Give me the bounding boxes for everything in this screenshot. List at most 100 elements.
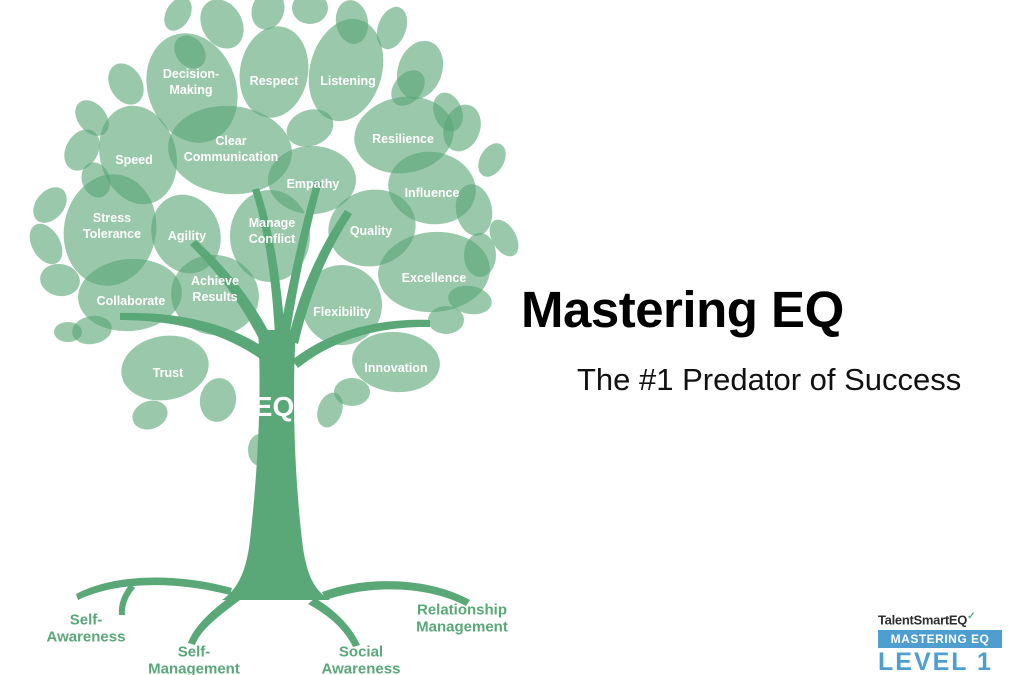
leaf-label-speed-line: Speed: [115, 153, 153, 167]
leaf-label-excellence-line: Excellence: [402, 271, 467, 285]
leaf-shape: [239, 26, 309, 118]
leaf-label-agility: Agility: [168, 229, 206, 243]
leaf-label-quality: Quality: [350, 224, 392, 238]
leaf-label-achieve-results-line: Achieve: [191, 274, 239, 288]
leaf-label-stress-tolerance-line: Stress: [93, 211, 131, 225]
leaf-label-quality-line: Quality: [350, 224, 392, 238]
leaf-label-innovation-line: Innovation: [364, 361, 427, 375]
leaf-shape: [63, 174, 157, 286]
leaf-shape: [464, 233, 496, 277]
logo-brand: TalentSmartEQ✓: [878, 609, 1006, 628]
leaf-shape: [81, 162, 111, 198]
leaf-label-manage-conflict-line: Manage: [249, 216, 296, 230]
leaf-label-flexibility-line: Flexibility: [313, 305, 371, 319]
leaf-label-decision-making-line: Making: [169, 83, 212, 97]
leaf-shape: [433, 92, 463, 132]
leaf-label-respect: Respect: [250, 74, 299, 88]
leaf-label-resilience: Resilience: [372, 132, 434, 146]
leaf-shape: [64, 129, 100, 171]
leaf-shape: [168, 105, 292, 195]
leaf-label-manage-conflict-line: Conflict: [249, 232, 296, 246]
leaf-shape: [391, 70, 425, 106]
leaf-shape: [317, 392, 343, 428]
root-label-relationship-management-line: Management: [416, 619, 508, 636]
leaf-shape: [132, 400, 168, 430]
leaf-label-trust-line: Trust: [153, 366, 184, 380]
root-label-self-management-line: Management: [148, 661, 240, 675]
leaf-shape: [33, 187, 67, 223]
leaf-shape: [72, 315, 112, 345]
root-label-relationship-management-line: Relationship: [417, 602, 507, 619]
leaf-shape: [251, 0, 285, 30]
leaf-label-influence-line: Influence: [405, 186, 460, 200]
logo-level: LEVEL 1: [878, 648, 993, 671]
root-label-social-awareness-line: Awareness: [322, 661, 401, 675]
leaf-label-decision-making-line: Decision-: [163, 67, 219, 81]
leaf-label-empathy: Empathy: [287, 177, 340, 191]
leaf-label-influence: Influence: [405, 186, 460, 200]
leaf-shape: [29, 223, 63, 265]
leaf-label-achieve-results-line: Results: [192, 290, 237, 304]
tree-canopy: [29, 0, 519, 466]
leaf-shape: [478, 143, 506, 177]
leaf-shape: [352, 331, 440, 393]
leaf-label-collaborate-line: Collaborate: [97, 294, 166, 308]
leaf-shape: [455, 184, 493, 236]
competency-labels: Decision- Making Respect ListeningResilienc…: [83, 67, 466, 380]
leaf-label-excellence: Excellence: [402, 271, 467, 285]
leaf-shape: [489, 219, 519, 257]
logo-brand-text: TalentSmartEQ: [878, 612, 968, 628]
leaf-label-agility-line: Agility: [168, 229, 206, 243]
leaf-shape: [78, 258, 182, 332]
logo-tick-icon: ✓: [967, 611, 976, 622]
leaf-shape: [302, 265, 382, 345]
leaf-label-listening-line: Listening: [320, 74, 376, 88]
leaf-shape: [200, 0, 244, 49]
leaf-label-resilience-line: Resilience: [372, 132, 434, 146]
leaf-shape: [171, 254, 259, 336]
root-label-self-management-line: Self-: [178, 644, 211, 661]
leaf-label-flexibility: Flexibility: [313, 305, 371, 319]
root-label-self-awareness: Self-Awareness: [47, 612, 126, 646]
leaf-label-clear-communication-line: Communication: [184, 150, 278, 164]
leaf-shape: [75, 100, 109, 136]
leaf-shape: [292, 0, 328, 24]
leaf-shape: [164, 0, 192, 31]
leaf-shape: [40, 263, 80, 297]
page-title: Mastering EQ: [521, 281, 844, 338]
leaf-label-clear-communication-line: Clear: [215, 134, 246, 148]
leaf-shape: [308, 18, 384, 122]
leaf-label-trust: Trust: [153, 366, 184, 380]
root-label-self-management: Self-Management: [148, 644, 240, 675]
leaf-shape: [121, 335, 209, 401]
tree-trunk: [76, 180, 470, 647]
leaf-shape: [54, 322, 82, 342]
leaf-shape: [286, 109, 334, 147]
leaf-shape: [174, 35, 206, 69]
eq-tree-diagram: Decision- Making Respect ListeningResilienc…: [29, 0, 519, 675]
leaf-label-speed: Speed: [115, 153, 153, 167]
root-label-self-awareness-line: Awareness: [47, 629, 126, 646]
leaf-label-innovation: Innovation: [364, 361, 427, 375]
leaf-shape: [376, 6, 408, 50]
talentsmart-logo: TalentSmartEQ✓ MASTERING EQ LEVEL 1: [878, 609, 1006, 675]
leaf-label-respect-line: Respect: [250, 74, 299, 88]
leaf-label-listening: Listening: [320, 74, 376, 88]
leaf-label-decision-making: Decision- Making: [163, 67, 219, 97]
logo-program-bar: MASTERING EQ: [878, 630, 1002, 649]
leaf-shape: [334, 378, 370, 406]
page-subtitle: The #1 Predator of Success: [577, 362, 962, 397]
leaf-label-stress-tolerance-line: Tolerance: [83, 227, 141, 241]
eq-trunk-label: EQ: [254, 391, 294, 422]
leaf-shape: [199, 378, 237, 422]
leaf-shape: [335, 0, 369, 44]
root-label-self-awareness-line: Self-: [70, 612, 103, 629]
leaf-label-collaborate: Collaborate: [97, 294, 166, 308]
